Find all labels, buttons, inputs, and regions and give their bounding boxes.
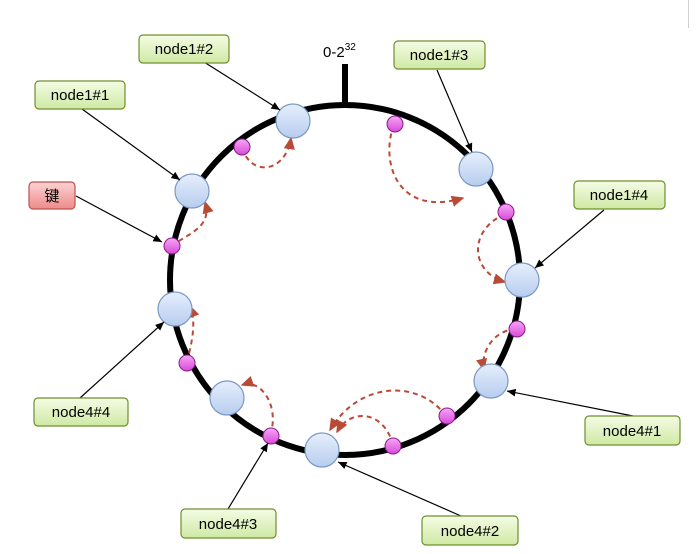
successor-arrow-2 [388,124,465,207]
successor-arrow-1 [241,136,295,169]
key-point [262,427,280,445]
key-point [384,437,402,455]
node-circle-node1-1 [174,173,210,209]
connector-node4-2 [337,461,462,517]
svg-text:键: 键 [44,188,59,205]
successor-arrow-6 [336,415,394,446]
svg-text:node1#1: node1#1 [51,87,109,104]
node-label-node4-3: node4#3 [180,508,277,539]
connector-key [75,195,163,243]
connector-node4-1 [506,388,634,417]
key-point [438,407,456,425]
node-label-node4-1: node4#1 [584,415,681,446]
svg-text:node4#4: node4#4 [52,404,110,421]
connector-node1-3 [436,69,473,153]
successor-arrow-7 [240,376,274,436]
node-circle-node1-3 [458,151,494,187]
key-point [508,320,526,338]
key-point [386,115,404,133]
node-circle-node4-4 [157,291,193,327]
successor-arrow-key [170,200,214,247]
key-point [178,354,196,372]
svg-text:node4#3: node4#3 [199,516,257,533]
key-points [163,115,526,455]
successor-arrow-4 [476,328,517,372]
key-point [163,237,181,255]
connector-node4-4 [79,321,165,399]
node-label-node1-3: node1#3 [393,40,486,70]
node-label-node4-4: node4#4 [33,397,129,427]
node-label-node1-4: node1#4 [573,180,666,210]
svg-text:node4#2: node4#2 [441,523,499,540]
ring-range-label: 0-232 [323,42,356,61]
node-circle-node4-2 [304,432,340,468]
server-nodes [157,103,540,468]
node-circle-node1-2 [275,103,311,139]
label-connectors [75,61,634,517]
node-label-node1-1: node1#1 [34,80,126,110]
node-label-node1-2: node1#2 [138,34,230,64]
key-label: 键 [28,181,76,210]
key-point [233,138,251,156]
node-label-node4-2: node4#2 [421,515,519,546]
successor-arrow-5 [329,389,447,432]
connector-node1-2 [203,61,281,111]
window-edge-mark [688,0,689,28]
svg-text:node1#2: node1#2 [155,41,213,58]
successor-arrows [170,124,517,446]
svg-text:node1#4: node1#4 [590,187,648,204]
node-circle-node1-4 [504,262,540,298]
successor-arrow-8 [186,304,200,363]
successor-arrow-3 [477,213,507,285]
connector-node1-4 [534,209,605,269]
connector-node4-3 [227,442,269,510]
node-circle-node4-1 [473,363,509,399]
svg-text:node1#3: node1#3 [410,47,468,64]
svg-text:node4#1: node4#1 [603,423,661,440]
key-point [497,203,515,221]
node-circle-node4-3 [209,380,245,416]
connector-node1-1 [81,108,181,181]
